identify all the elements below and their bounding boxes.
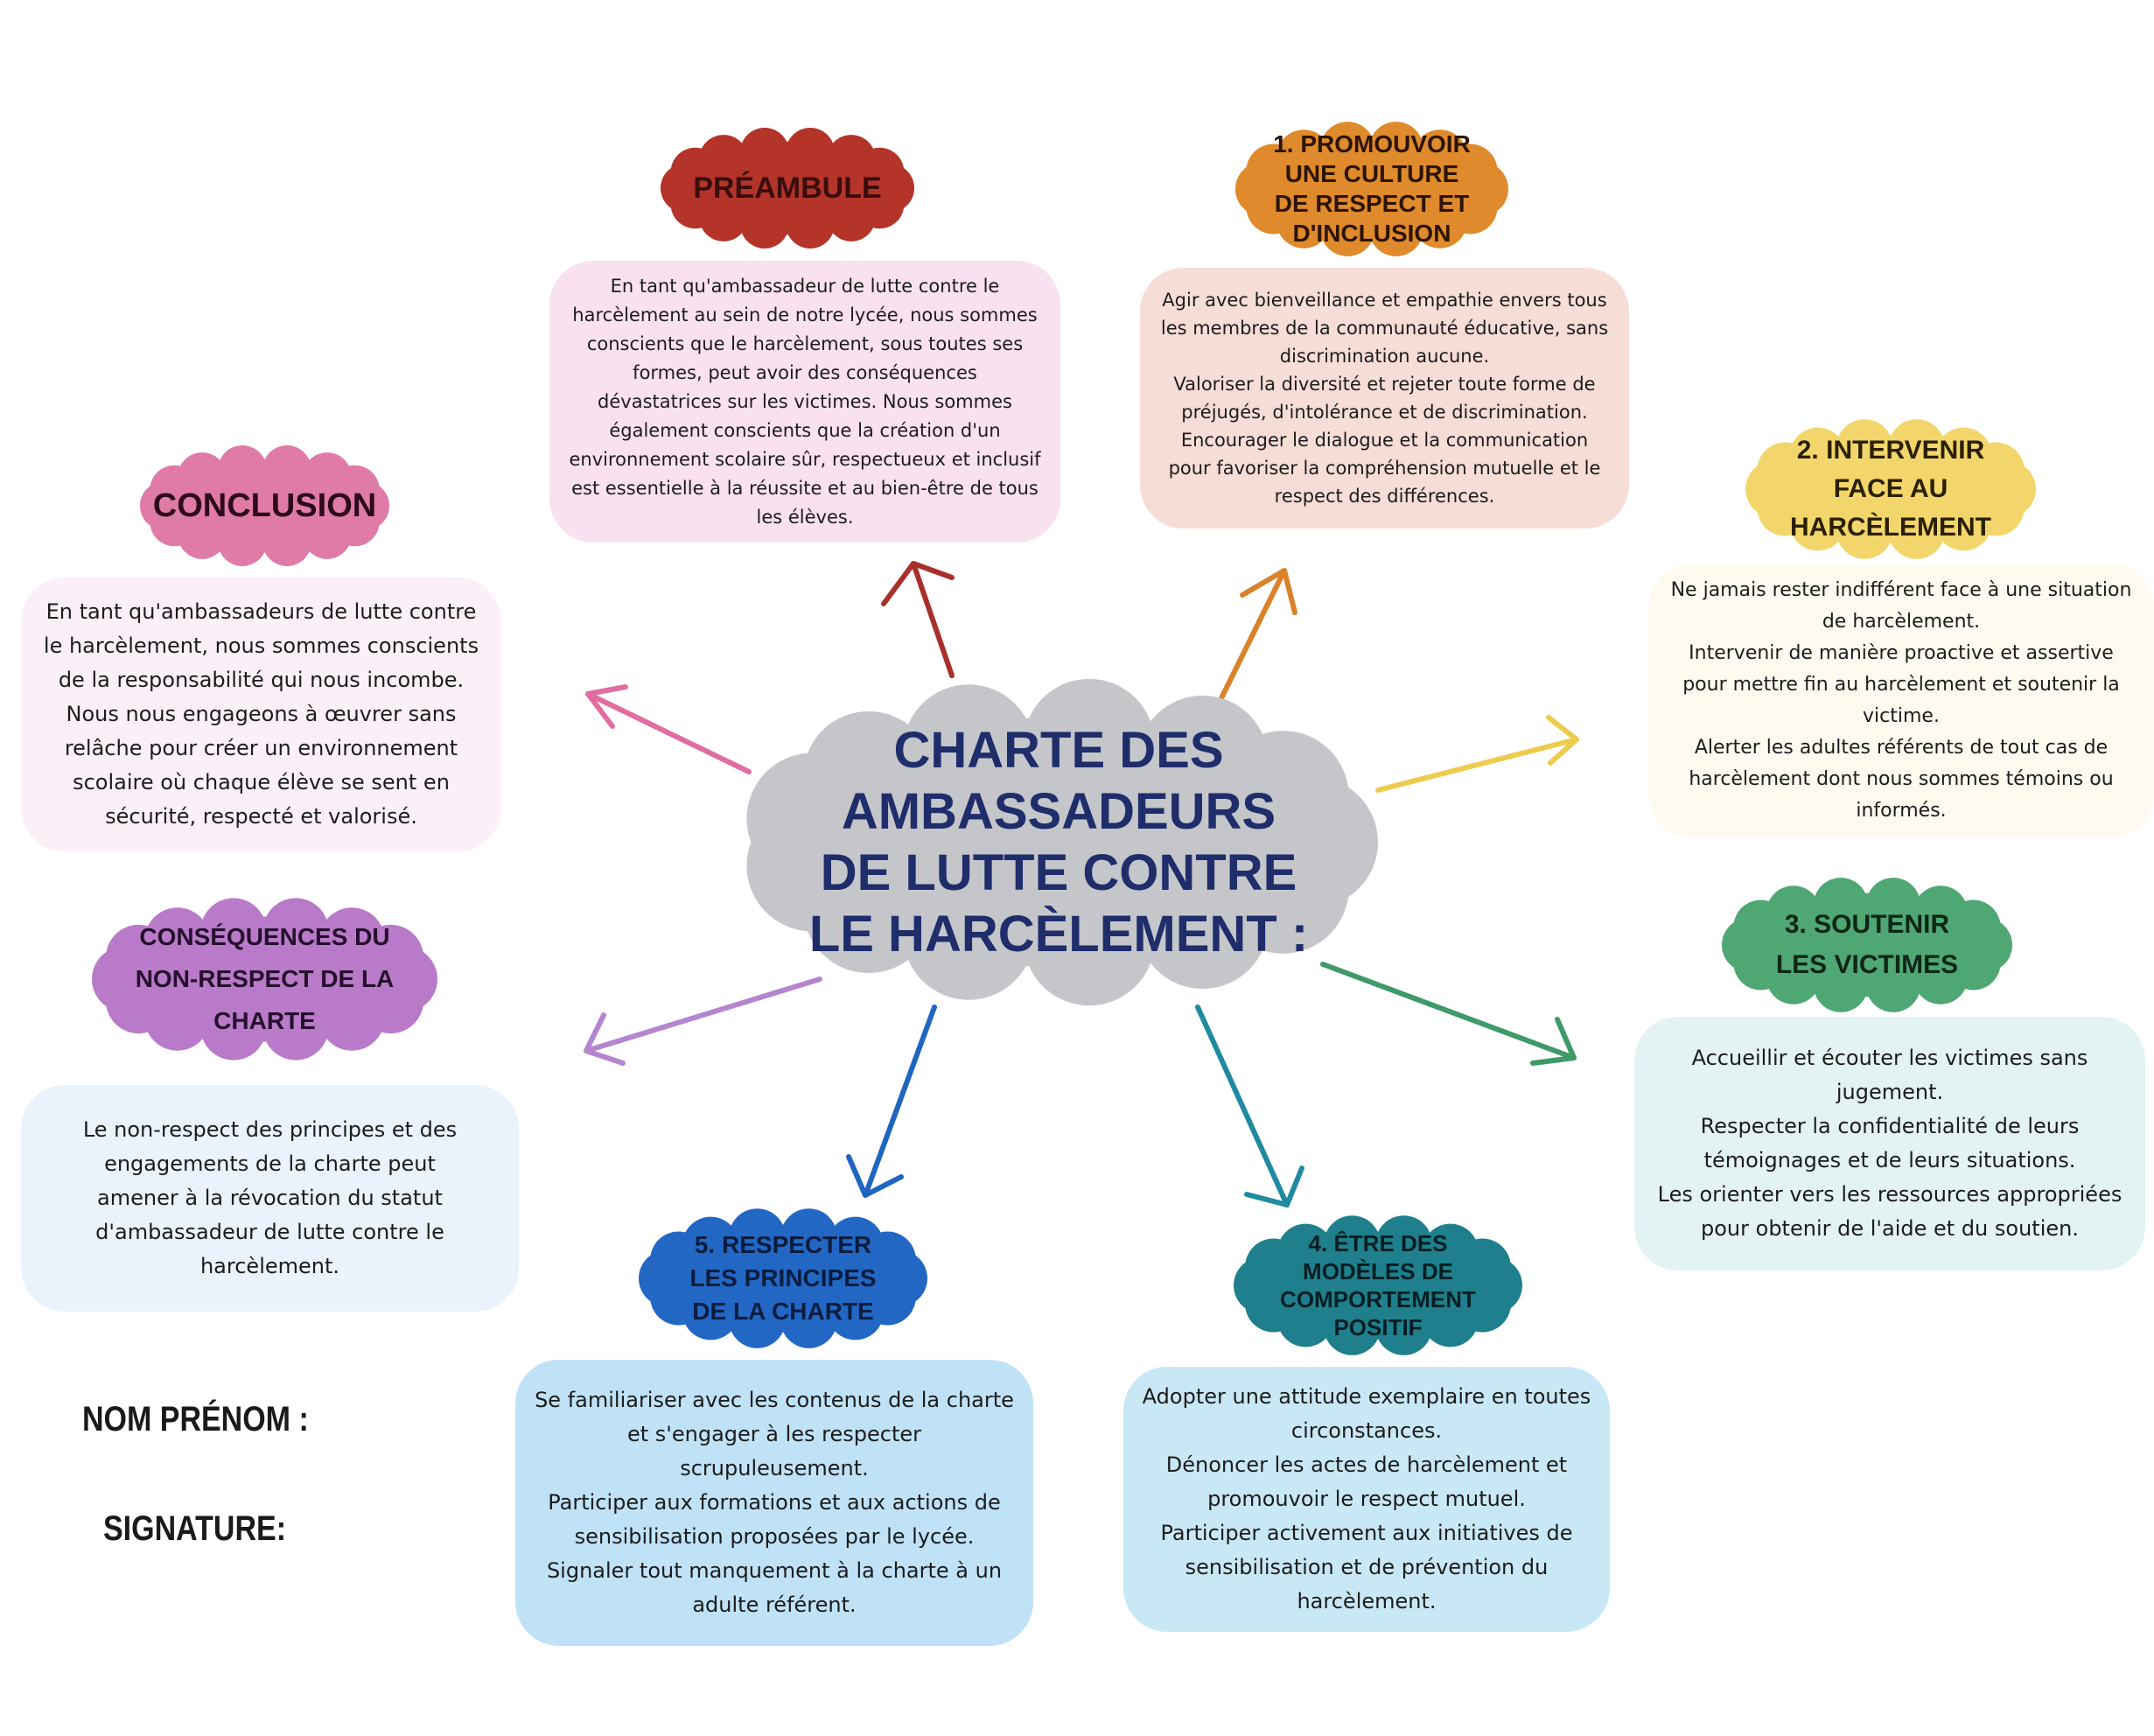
promouvoir-heading-cloud: 1. PROMOUVOIR UNE CULTURE DE RESPECT ET … bbox=[1235, 121, 1508, 257]
arrow-preambule bbox=[881, 561, 955, 678]
charter-title: CHARTE DES AMBASSADEURS DE LUTTE CONTRE … bbox=[808, 721, 1309, 962]
intervenir-heading: 2. INTERVENIR FACE AU HARCÈLEMENT bbox=[1790, 436, 1991, 542]
cloud-shape bbox=[1722, 878, 2012, 1012]
modeles-box: Adopter une attitude exemplaire en toute… bbox=[1123, 1367, 1610, 1632]
intervenir-box: Ne jamais rester indifférent face à une … bbox=[1648, 564, 2154, 838]
intervenir-heading-cloud: 2. INTERVENIR FACE AU HARCÈLEMENT bbox=[1745, 418, 2036, 560]
preambule-box: En tant qu'ambassadeur de lutte contre l… bbox=[549, 261, 1060, 542]
cloud-shape bbox=[92, 898, 437, 1060]
central-title-cloud: CHARTE DES AMBASSADEURS DE LUTTE CONTRE … bbox=[739, 678, 1378, 1006]
cloud-shape bbox=[1235, 122, 1508, 256]
respecter-heading-cloud: 5. RESPECTER LES PRINCIPES DE LA CHARTE bbox=[639, 1208, 927, 1349]
signature-label: SIGNATURE: bbox=[103, 1509, 287, 1548]
consequences-heading: CONSÉQUENCES DU NON-RESPECT DE LA CHARTE bbox=[135, 923, 395, 1034]
respecter-heading: 5. RESPECTER LES PRINCIPES DE LA CHARTE bbox=[689, 1231, 877, 1325]
cloud-shape bbox=[140, 445, 389, 566]
cloud-shape bbox=[1745, 419, 2036, 559]
name-label: NOM PRÉNOM : bbox=[82, 1400, 309, 1438]
cloud-shape bbox=[746, 678, 1378, 1006]
preambule-heading: PRÉAMBULE bbox=[693, 171, 882, 205]
conclusion-box: En tant qu'ambassadeurs de lutte contre … bbox=[21, 578, 501, 851]
soutenir-heading: 3. SOUTENIR LES VICTIMES bbox=[1775, 910, 1959, 979]
soutenir-box: Accueillir et écouter les victimes sans … bbox=[1634, 1017, 2145, 1270]
respecter-box: Se familiariser avec les contenus de la … bbox=[515, 1360, 1033, 1646]
arrow-soutenir bbox=[1320, 962, 1577, 1066]
cloud-shape bbox=[1234, 1215, 1522, 1355]
cloud-shape bbox=[639, 1208, 927, 1348]
promouvoir-box: Agir avec bienveillance et empathie enve… bbox=[1140, 268, 1629, 528]
arrow-respecter bbox=[846, 1004, 937, 1198]
modeles-heading: 4. ÊTRE DES MODÈLES DE COMPORTEMENT POSI… bbox=[1280, 1230, 1476, 1340]
arrow-modeles bbox=[1195, 1004, 1304, 1208]
arrow-promouvoir bbox=[1216, 568, 1297, 706]
modeles-heading-cloud: 4. ÊTRE DES MODÈLES DE COMPORTEMENT POSI… bbox=[1234, 1214, 1522, 1356]
arrow-intervenir bbox=[1375, 715, 1579, 793]
preambule-heading-cloud: PRÉAMBULE bbox=[661, 127, 914, 249]
arrow-conclusion bbox=[585, 684, 752, 774]
soutenir-heading-cloud: 3. SOUTENIR LES VICTIMES bbox=[1722, 877, 2012, 1013]
arrow-consequences bbox=[584, 976, 822, 1066]
consequences-box: Le non-respect des principes et des enga… bbox=[21, 1085, 519, 1312]
consequences-heading-cloud: CONSÉQUENCES DU NON-RESPECT DE LA CHARTE bbox=[92, 897, 437, 1061]
conclusion-heading-cloud: CONCLUSION bbox=[140, 444, 389, 567]
promouvoir-heading: 1. PROMOUVOIR UNE CULTURE DE RESPECT ET … bbox=[1273, 130, 1471, 247]
conclusion-heading: CONCLUSION bbox=[152, 486, 377, 524]
cloud-shape bbox=[661, 128, 914, 248]
